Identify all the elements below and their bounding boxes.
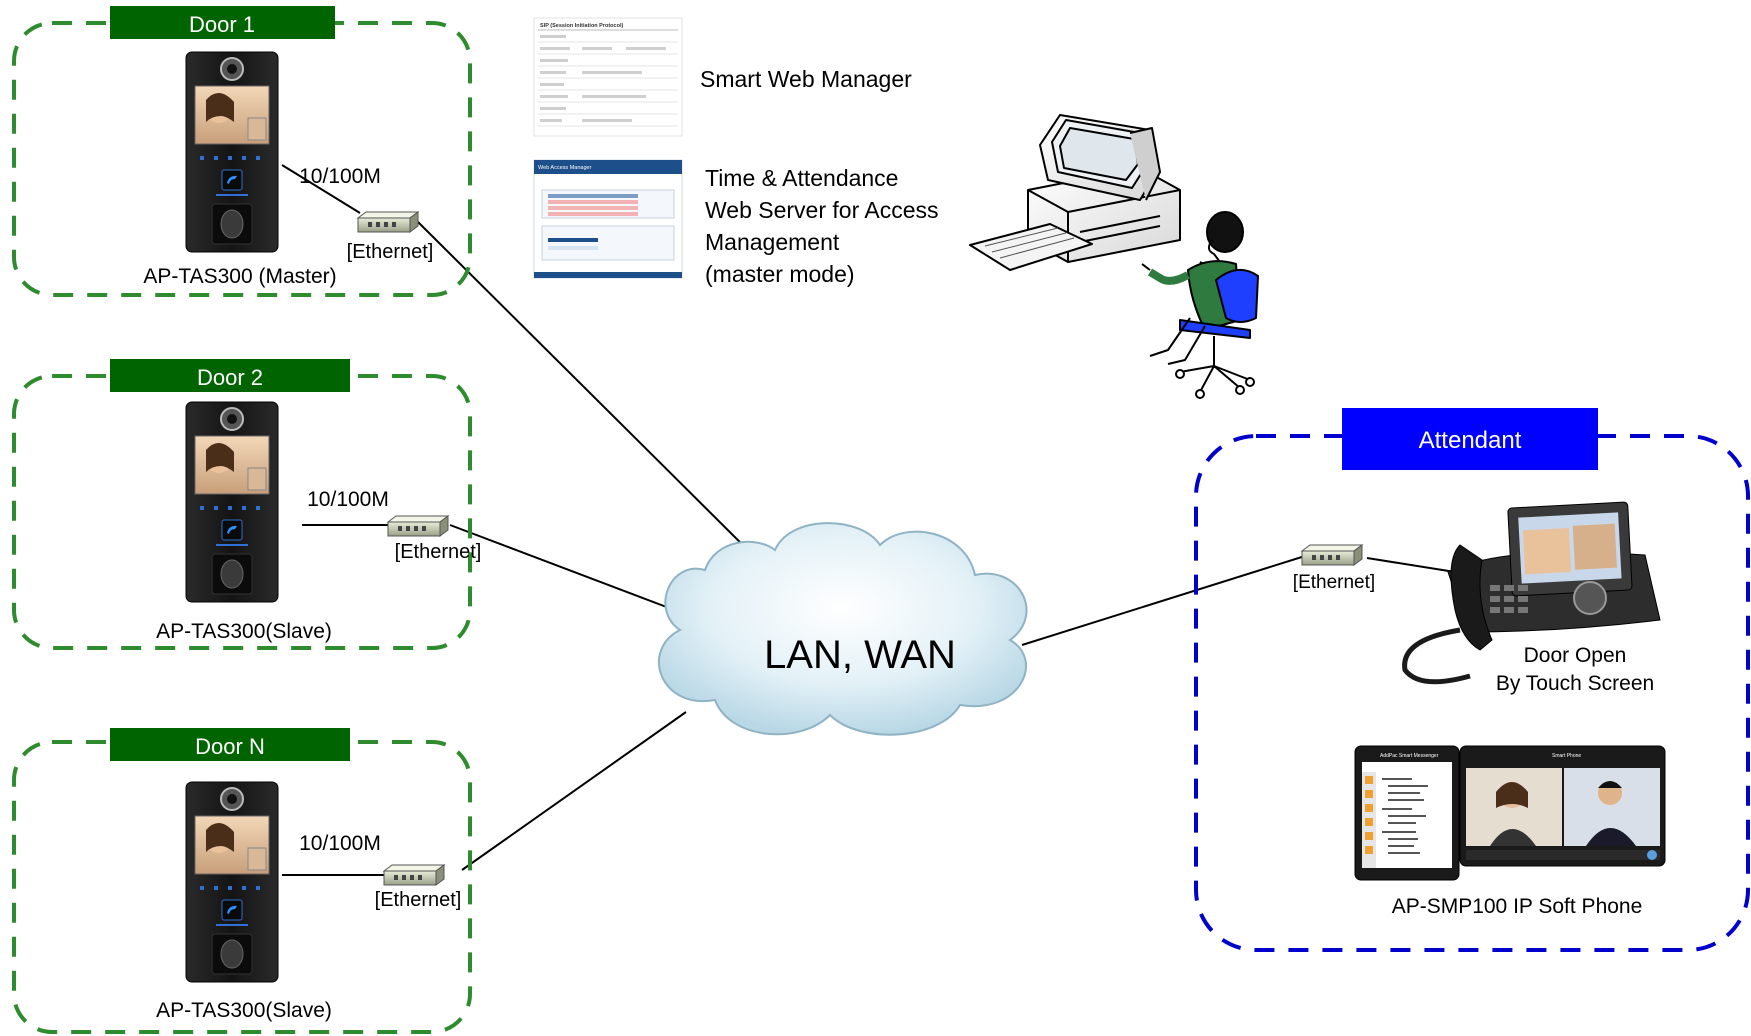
door-1-hub-label: [Ethernet]: [347, 241, 434, 263]
network-links: [281, 164, 1456, 876]
ethernet-hub-icon: [1300, 544, 1364, 566]
door-2-tag: Door 2: [110, 359, 350, 392]
video-phone-icon: [1402, 501, 1661, 685]
door-1-tag-text: Door 1: [189, 12, 255, 37]
link-cloud-attendant: [1021, 555, 1306, 646]
sip-thumbnail-title: SIP (Session Initiation Protocol): [540, 23, 623, 29]
attendant-frame: [1194, 434, 1750, 952]
ethernet-hub-icon: [382, 864, 446, 886]
link-door1-cloud: [417, 221, 769, 571]
door-n-device-label: AP-TAS300(Slave): [156, 999, 332, 1022]
network-label: LAN, WAN: [764, 633, 956, 677]
cloud-icon: LAN, WAN: [658, 522, 1028, 736]
phone-caption-line-2: By Touch Screen: [1496, 672, 1654, 695]
door-n-tag: Door N: [110, 728, 350, 761]
softphone-messenger-title: AddPac Smart Messenger: [1380, 753, 1439, 759]
door-2-hub-label: [Ethernet]: [395, 541, 482, 563]
door-1-terminal: [185, 51, 279, 253]
door-n-terminal: [185, 781, 279, 983]
softphone-caption: AP-SMP100 IP Soft Phone: [1392, 895, 1643, 918]
door-n-tag-text: Door N: [195, 734, 265, 759]
web-access-manager-thumbnail: Web Access Manager: [533, 159, 683, 279]
time-attendance-line-3: Management: [705, 229, 840, 255]
door-2-tag-text: Door 2: [197, 365, 263, 390]
link-attendant-phone: [1366, 557, 1456, 573]
door-2-device-label: AP-TAS300(Slave): [156, 620, 332, 643]
time-attendance-line-1: Time & Attendance: [705, 165, 898, 191]
door-2-speed: 10/100M: [307, 488, 389, 511]
ethernet-hub-icon: [356, 211, 420, 233]
access-thumbnail-title: Web Access Manager: [538, 165, 592, 171]
attendant-tag-text: Attendant: [1419, 427, 1522, 454]
door-1-speed: 10/100M: [299, 165, 381, 188]
softphone-window-title: Smart Phone: [1552, 753, 1581, 759]
link-door2-cloud: [449, 524, 686, 615]
soft-phone-screenshot: AddPac Smart Messenger Smart Phone: [1354, 745, 1666, 881]
link-door1-device: [281, 164, 361, 214]
smart-web-manager-label: Smart Web Manager: [700, 66, 912, 92]
door-1-device-label: AP-TAS300 (Master): [143, 265, 336, 288]
time-attendance-line-4: (master mode): [705, 261, 855, 287]
door-2-terminal: [185, 401, 279, 603]
smart-web-manager-thumbnail: SIP (Session Initiation Protocol): [533, 17, 683, 137]
time-attendance-line-2: Web Server for Access: [705, 197, 939, 223]
door-1-tag: Door 1: [110, 6, 335, 39]
ethernet-hub-icon: [386, 515, 450, 537]
link-doorN-cloud: [461, 711, 687, 871]
attendant-tag: Attendant: [1342, 408, 1598, 470]
door-n-hub-label: [Ethernet]: [375, 889, 462, 911]
door-n-speed: 10/100M: [299, 832, 381, 855]
phone-caption-line-1: Door Open: [1524, 644, 1627, 667]
attendant-hub-label: [Ethernet]: [1293, 572, 1375, 593]
computer-operator-icon: [969, 114, 1259, 399]
